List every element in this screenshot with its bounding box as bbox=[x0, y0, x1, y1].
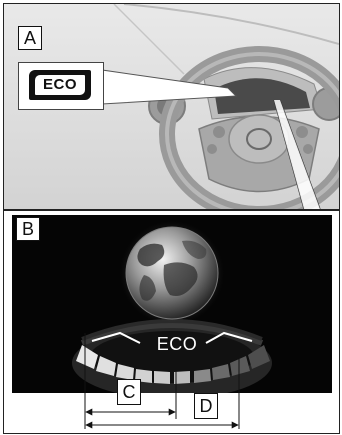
dimension-label-c: C bbox=[117, 379, 141, 405]
dimension-label-d: D bbox=[194, 393, 218, 419]
eco-indicator-text: ECO bbox=[35, 75, 85, 95]
eco-gauge-segments bbox=[76, 345, 270, 384]
eco-gauge-drawing bbox=[72, 221, 272, 393]
eco-indicator-callout: ECO bbox=[18, 62, 104, 110]
eco-display-screen: ECO bbox=[12, 215, 332, 393]
steering-wheel-drawing bbox=[101, 4, 339, 209]
panel-b-display: ECO B C D bbox=[3, 210, 340, 434]
eco-display-text: ECO bbox=[156, 334, 198, 354]
eco-indicator-icon: ECO bbox=[29, 70, 91, 100]
panel-a-label: A bbox=[18, 26, 42, 50]
globe-icon bbox=[125, 226, 219, 320]
panel-b-label: B bbox=[16, 217, 40, 241]
panel-a-steering-wheel: A ECO bbox=[3, 3, 340, 210]
